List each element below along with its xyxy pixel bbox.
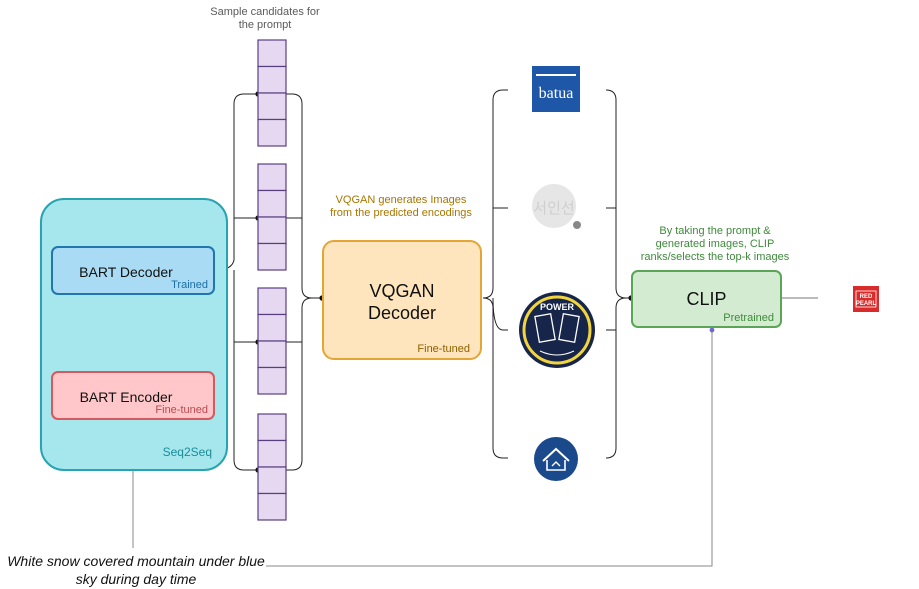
candidate-token-cell (257, 466, 287, 495)
bart-decoder-title: BART Decoder (79, 264, 173, 280)
candidates-bracket-taps (286, 217, 302, 343)
svg-text:POWER: POWER (540, 302, 575, 312)
images-bracket-lower (605, 297, 627, 459)
house-logo-icon (533, 436, 579, 482)
clip-title: CLIP (686, 289, 727, 309)
decoder-bracket-taps (234, 217, 258, 343)
bart-encoder-title: BART Encoder (79, 389, 173, 405)
candidates-caption: Sample candidates for the prompt (210, 6, 320, 31)
vqgan-bracket-taps (492, 207, 508, 331)
svg-text:batua: batua (539, 85, 574, 102)
vqgan-title-text: VQGAN Decoder (367, 281, 437, 323)
candidate-token-cell (257, 163, 287, 192)
clip-box: CLIP Pretrained (631, 270, 782, 328)
candidates-bracket-upper (286, 93, 322, 299)
svg-text:PEARL: PEARL (856, 301, 877, 307)
candidate-token-cell (257, 189, 287, 218)
candidate-token-cell (257, 242, 287, 271)
prompt-to-clip-line (266, 330, 713, 567)
images-bracket-upper (605, 89, 631, 299)
images-bracket-taps (606, 207, 616, 331)
clip-tag: Pretrained (723, 312, 774, 324)
bart-decoder-tag: Trained (171, 279, 208, 291)
candidate-token-cell (257, 366, 287, 395)
power-badge-icon: POWER (518, 291, 596, 369)
vqgan-bracket-lower (482, 297, 508, 459)
calligraphy-logo-icon: 서인선 (527, 182, 585, 232)
red-pearl-logo-icon: RED PEARL (853, 286, 879, 312)
candidate-token-cell (257, 413, 287, 442)
bart-encoder-tag: Fine-tuned (155, 404, 208, 416)
candidate-token-cell (257, 287, 287, 316)
vqgan-decoder-box: VQGAN Decoder Fine-tuned (322, 240, 482, 360)
candidate-token-cell (257, 118, 287, 147)
prompt-text: White snow covered mountain under blue s… (7, 553, 265, 587)
svg-text:RED: RED (860, 294, 873, 300)
candidate-token-cell (257, 92, 287, 121)
seq2seq-label: Seq2Seq (162, 445, 212, 459)
vqgan-decoder-tag: Fine-tuned (417, 343, 470, 355)
batua-logo-icon: batua (532, 66, 580, 112)
bart-decoder-box: BART Decoder Trained (51, 246, 215, 295)
candidate-token-stacks (257, 39, 287, 521)
clip-input-dot (709, 327, 715, 333)
clip-caption: By taking the prompt & generated images,… (640, 225, 790, 263)
candidate-token-cell (257, 340, 287, 369)
svg-text:서인선: 서인선 (533, 199, 574, 217)
seq2seq-container: Seq2Seq (40, 198, 228, 471)
candidate-token-cell (257, 216, 287, 245)
vqgan-decoder-title: VQGAN Decoder (324, 280, 480, 324)
vqgan-bracket-upper (482, 89, 508, 299)
candidate-token-cell (257, 492, 287, 521)
candidate-token-cell (257, 313, 287, 342)
candidate-token-cell (257, 65, 287, 94)
candidate-token-cell (257, 39, 287, 68)
vqgan-caption: VQGAN generates Images from the predicte… (330, 194, 472, 219)
decoder-bracket-lower (233, 270, 258, 471)
candidates-bracket-lower (286, 297, 313, 471)
candidate-token-cell (257, 439, 287, 468)
bart-encoder-box: BART Encoder Fine-tuned (51, 371, 215, 420)
